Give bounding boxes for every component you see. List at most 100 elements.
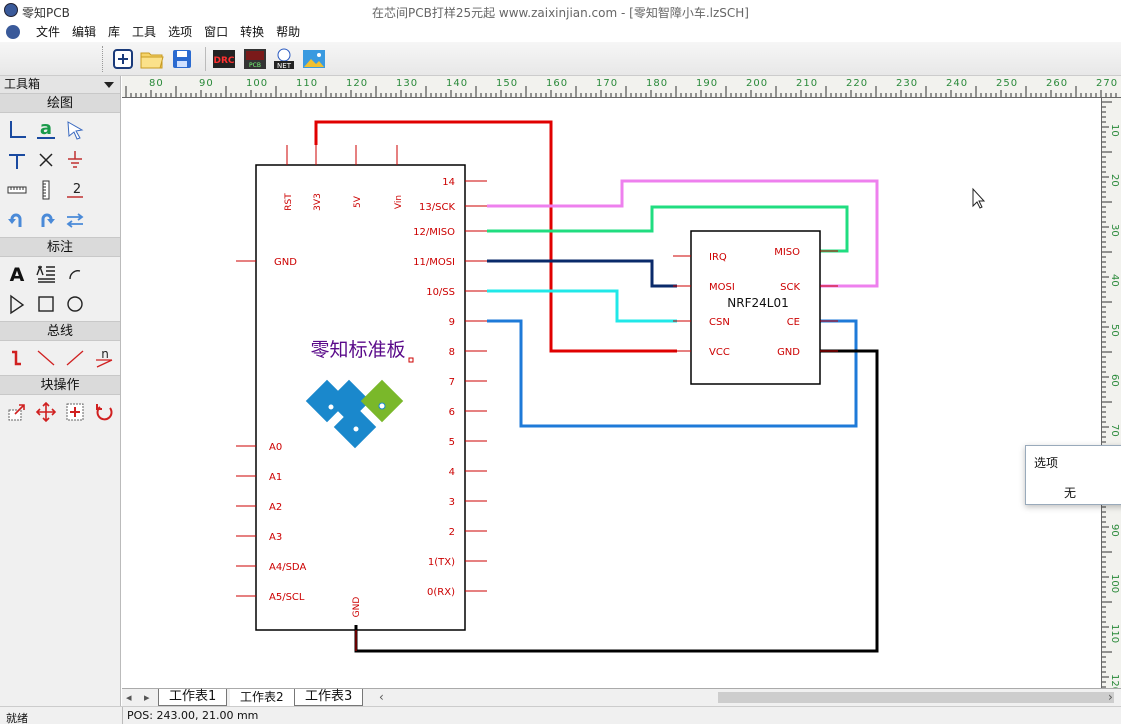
swap-icon — [66, 213, 83, 228]
polygon-tool[interactable] — [2, 289, 31, 319]
select-arrow-icon — [66, 121, 83, 140]
board-outline[interactable] — [255, 164, 466, 631]
menu-convert[interactable]: 转换 — [240, 25, 265, 39]
ruler-icon — [7, 186, 26, 194]
block-drag-icon — [35, 401, 56, 423]
block-rotate-tool[interactable] — [89, 397, 118, 427]
schematic-canvas[interactable]: 80 90 100 110 120 130 140 150 160 170 18… — [122, 76, 1121, 688]
menu-file[interactable]: 文件 — [36, 25, 61, 39]
pcb-icon: PCB — [244, 49, 266, 69]
ruler-h-label: 90 — [199, 78, 214, 89]
redo-icon — [41, 213, 55, 227]
wire-gnd[interactable] — [354, 349, 879, 653]
scroll-right-icon[interactable]: › — [1108, 690, 1113, 704]
wire-tool[interactable] — [2, 115, 31, 145]
bus-label-tool[interactable]: n — [89, 343, 118, 373]
open-folder-button[interactable] — [140, 47, 164, 71]
vertical-ruler-icon — [42, 180, 49, 200]
block-move-tool[interactable] — [2, 397, 31, 427]
vertical-ruler-tool[interactable] — [31, 175, 60, 205]
options-popup[interactable]: 选项 无 — [1025, 445, 1121, 505]
document-icon[interactable] — [6, 25, 20, 39]
ruler-h-label: 270 — [1096, 78, 1119, 89]
menu-tools[interactable]: 工具 — [132, 25, 157, 39]
paragraph-icon — [35, 265, 55, 283]
options-popup-header: 选项 — [1034, 456, 1059, 470]
scroll-left-icon[interactable]: ‹ — [379, 690, 384, 704]
circle-tool[interactable] — [60, 289, 89, 319]
image-button[interactable] — [302, 47, 326, 71]
section-bus[interactable]: 总线 — [0, 321, 120, 341]
menu-bar: 文件 编辑 库 工具 选项 窗口 转换 帮助 — [0, 22, 1121, 42]
no-connect-tool[interactable] — [31, 145, 60, 175]
block-drag-tool[interactable] — [31, 397, 60, 427]
rectangle-tool[interactable] — [31, 289, 60, 319]
pcb-button[interactable]: PCB — [243, 47, 267, 71]
text-tool[interactable]: A — [2, 259, 31, 289]
section-draw[interactable]: 绘图 — [0, 93, 120, 113]
tab-sheet-2[interactable]: 工作表2 — [230, 689, 294, 706]
tab-sheet-3[interactable]: 工作表3 — [294, 689, 364, 706]
ruler-v-label: 70 — [1109, 424, 1120, 437]
ruler-h-label: 190 — [696, 78, 719, 89]
menu-edit[interactable]: 编辑 — [72, 25, 97, 39]
horizontal-ruler: 80 90 100 110 120 130 140 150 160 170 18… — [122, 76, 1121, 98]
ruler-tool[interactable] — [2, 175, 31, 205]
wire-3v3-vcc[interactable] — [314, 120, 677, 353]
save-icon — [173, 50, 191, 68]
wire-miso[interactable] — [487, 205, 849, 253]
redo-tool[interactable] — [31, 205, 60, 235]
net-label-tool[interactable]: a — [31, 115, 60, 145]
tab-sheet-1[interactable]: 工作表1 — [158, 689, 228, 706]
scrollbar-thumb[interactable] — [718, 692, 1114, 703]
menu-window[interactable]: 窗口 — [204, 25, 229, 39]
ground-tool[interactable] — [60, 145, 89, 175]
options-popup-value[interactable]: 无 — [1064, 486, 1077, 500]
arc-tool[interactable] — [60, 259, 89, 289]
arc-icon — [68, 270, 80, 280]
board-pin-label: 11/MOSI — [413, 257, 455, 268]
junction-tool[interactable] — [2, 145, 31, 175]
menu-help[interactable]: 帮助 — [276, 25, 301, 39]
dropdown-arrow-icon[interactable] — [104, 82, 114, 88]
board-pin-label: 3V3 — [313, 193, 323, 211]
ruler-v-label: 100 — [1109, 574, 1120, 594]
ruler-v-label: 40 — [1109, 274, 1120, 287]
bus-entry-right-tool[interactable] — [60, 343, 89, 373]
block-move-icon — [8, 404, 25, 421]
paragraph-tool[interactable] — [31, 259, 60, 289]
block-copy-tool[interactable] — [60, 397, 89, 427]
select-tool[interactable] — [60, 115, 89, 145]
net-button[interactable]: NET — [272, 47, 296, 71]
section-annotate[interactable]: 标注 — [0, 237, 120, 257]
menu-options[interactable]: 选项 — [168, 25, 193, 39]
drc-button[interactable]: DRC — [212, 47, 236, 71]
bus-number-tool[interactable]: 2 — [60, 175, 89, 205]
undo-tool[interactable] — [2, 205, 31, 235]
ground-icon — [67, 151, 82, 168]
ruler-h-label: 140 — [446, 78, 469, 89]
wire-csn[interactable] — [487, 289, 677, 323]
wire-sck[interactable] — [487, 179, 879, 288]
save-button[interactable] — [170, 47, 194, 71]
horizontal-scrollbar[interactable] — [500, 691, 1114, 704]
sheet-tab-bar: ◂ ▸ 工作表1 工作表2 工作表3 ‹ › — [122, 688, 1121, 706]
tab-nav-right-icon[interactable]: ▸ — [144, 691, 150, 704]
bus-entry-left-tool[interactable] — [31, 343, 60, 373]
swap-tool[interactable] — [60, 205, 89, 235]
toolbox-header[interactable]: 工具箱 — [0, 76, 120, 93]
menu-library[interactable]: 库 — [108, 25, 121, 39]
new-file-button[interactable] — [111, 47, 135, 71]
toolbar-grip[interactable] — [102, 46, 105, 72]
nrf24l01-outline[interactable] — [690, 230, 821, 385]
section-block[interactable]: 块操作 — [0, 375, 120, 395]
module-pin-label: MISO — [774, 247, 800, 258]
bus-wire-tool[interactable] — [2, 343, 31, 373]
window-title: 在芯间PCB打样25元起 www.zaixinjian.com - [零知智障小… — [372, 6, 749, 20]
tab-nav-left-icon[interactable]: ◂ — [126, 691, 132, 704]
wire-mosi[interactable] — [487, 259, 677, 288]
wire-ce[interactable] — [487, 319, 858, 428]
app-name: 零知PCB — [22, 6, 70, 20]
